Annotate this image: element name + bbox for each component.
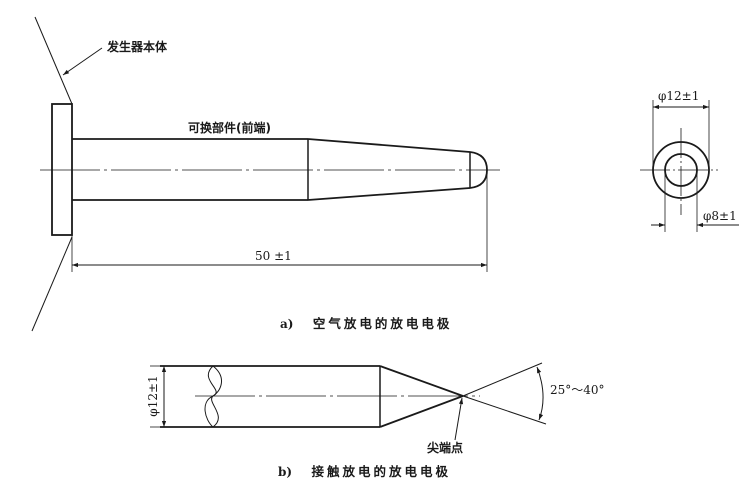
angle-line-upper	[462, 362, 543, 397]
flange	[51, 103, 73, 236]
angle-arc	[536, 366, 544, 421]
figure-b-caption-tag: b)	[278, 465, 293, 479]
generator-body-leader	[62, 47, 103, 76]
figure-a-caption: a) 空气放电的放电电极	[280, 316, 453, 332]
b-cone-bottom	[379, 395, 464, 428]
figure-a-caption-tag: a)	[280, 317, 294, 331]
tip-point-leader	[454, 397, 464, 441]
tip-point-label: 尖端点	[427, 441, 464, 455]
taper-top	[307, 138, 471, 153]
figure-b-side-view	[150, 362, 547, 441]
break-symbol	[204, 365, 217, 428]
b-cone-top	[379, 365, 464, 397]
outer-diameter-label: φ12±1	[658, 89, 700, 103]
length-dimension-label: 50 ±1	[255, 249, 292, 263]
inner-diameter-label: φ8±1	[703, 209, 737, 223]
generator-body-line-lower	[31, 236, 73, 332]
figure-a-end-view	[640, 100, 739, 232]
replaceable-part-label: 可换部件(前端)	[188, 121, 271, 135]
figure-a-caption-text: 空气放电的放电电极	[312, 316, 453, 331]
b-diameter-label: φ12±1	[146, 371, 160, 421]
b-diameter-text: φ12±1	[146, 375, 160, 417]
taper-bottom	[307, 187, 471, 201]
figure-b-caption: b) 接触放电的放电电极	[278, 464, 451, 480]
angle-range-label: 25°～40°	[550, 383, 605, 397]
generator-body-label: 发生器本体	[107, 40, 168, 54]
figure-b-caption-text: 接触放电的放电电极	[311, 464, 451, 479]
figure-a-side-view	[31, 16, 500, 332]
generator-body-line-upper	[34, 16, 73, 105]
angle-line-lower	[462, 395, 547, 425]
